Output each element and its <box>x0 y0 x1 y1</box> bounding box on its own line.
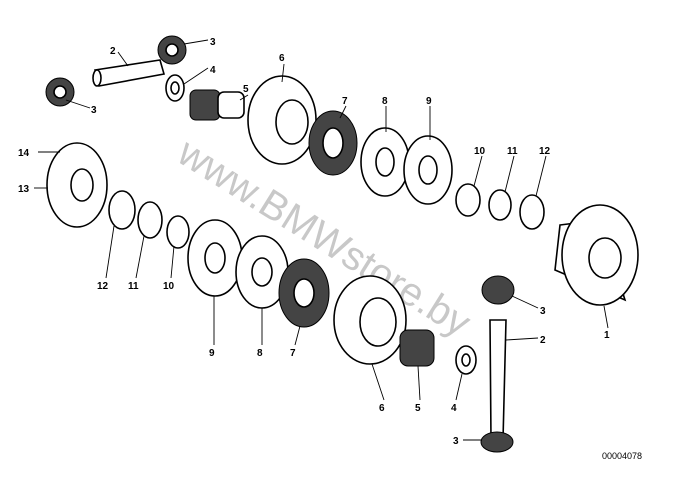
callout-2-top: 2 <box>110 46 116 57</box>
callout-11-bottom: 11 <box>128 281 139 292</box>
callout-1: 1 <box>604 330 610 341</box>
shims-bottom <box>108 190 190 249</box>
leader-lines <box>34 39 609 441</box>
callout-13: 13 <box>18 184 30 195</box>
callout-12-bottom: 12 <box>97 281 109 292</box>
callout-10-top: 10 <box>474 146 486 157</box>
callout-6-bottom: 6 <box>379 403 385 414</box>
callout-7-bottom: 7 <box>290 348 296 359</box>
friction-disc-top <box>308 110 358 176</box>
drawing-code: 00004078 <box>602 451 642 461</box>
callout-14: 14 <box>18 148 30 159</box>
callout-3-top-left: 3 <box>91 105 97 116</box>
callout-11-top: 11 <box>507 146 518 157</box>
callout-3-top-right: 3 <box>210 37 216 48</box>
callout-9-bottom: 9 <box>209 348 215 359</box>
callout-2-bottom: 2 <box>540 335 546 346</box>
steel-plate-bottom <box>235 235 289 309</box>
pinion-shaft-bottom <box>489 319 507 441</box>
callout-12-top: 12 <box>539 146 551 157</box>
bevel-gear-top-right <box>157 35 187 65</box>
thrust-washer-top <box>165 74 185 102</box>
callout-8-bottom: 8 <box>257 348 263 359</box>
callout-8-top: 8 <box>382 96 388 107</box>
disc-spring-bottom <box>187 219 243 297</box>
bevel-gear-bottom-lower <box>480 431 514 453</box>
callout-6-top: 6 <box>279 53 285 64</box>
steel-plate-top <box>360 127 410 197</box>
pinion-shaft-top <box>92 59 166 87</box>
callout-4-top: 4 <box>210 65 216 76</box>
callout-9-top: 9 <box>426 96 432 107</box>
pressure-ring-top <box>247 75 317 165</box>
callout-4-bottom: 4 <box>451 403 457 414</box>
differential-housing <box>554 204 639 306</box>
thrust-washer-bottom <box>455 345 477 375</box>
disc-spring-top <box>403 135 453 205</box>
side-gear-top <box>189 89 245 121</box>
side-gear-bottom <box>399 329 435 367</box>
pressure-ring-bottom <box>333 275 407 365</box>
callout-3-bottom-upper: 3 <box>540 306 546 317</box>
bevel-gear-bottom-upper <box>481 275 515 305</box>
callout-3-bottom-lower: 3 <box>453 436 459 447</box>
callout-5-top: 5 <box>243 84 249 95</box>
callout-7-top: 7 <box>342 96 348 107</box>
callout-10-bottom: 10 <box>163 281 175 292</box>
callout-5-bottom: 5 <box>415 403 421 414</box>
friction-disc-bottom <box>278 258 330 328</box>
housing-cover <box>38 142 108 228</box>
shims-top <box>455 183 545 230</box>
bevel-gear-top-left <box>45 77 75 107</box>
